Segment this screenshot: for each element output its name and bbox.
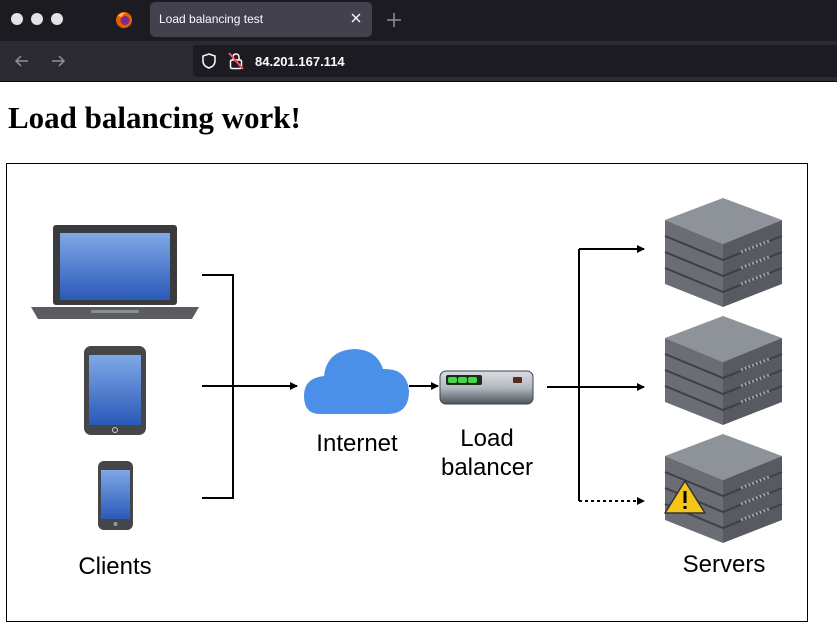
firefox-icon[interactable] [115, 11, 133, 29]
clients-label: Clients [78, 553, 152, 580]
load-balancer-icon [439, 370, 534, 405]
maximize-window-button[interactable] [51, 13, 63, 25]
forward-icon[interactable] [49, 52, 67, 70]
back-icon[interactable] [13, 52, 31, 70]
cloud-icon [304, 349, 409, 414]
tab-active[interactable]: Load balancing test [150, 2, 372, 37]
insecure-lock-icon[interactable] [228, 52, 244, 70]
load-balancing-diagram: Clients Internet Load balancer Servers [6, 163, 808, 622]
server-rack-3-icon [664, 434, 783, 543]
internet-label: Internet [316, 430, 398, 457]
url-bar[interactable]: 84.201.167.114 [193, 45, 837, 77]
servers-label: Servers [682, 551, 766, 578]
tab-title: Load balancing test [159, 12, 264, 26]
minimize-window-button[interactable] [31, 13, 43, 25]
new-tab-icon[interactable] [385, 11, 403, 29]
server-rack-2-icon [664, 316, 783, 425]
phone-icon [98, 461, 133, 530]
close-window-button[interactable] [11, 13, 23, 25]
client-connectors [202, 274, 298, 499]
diagram-canvas [31, 198, 783, 543]
laptop-icon [31, 225, 199, 319]
navigation-toolbar: 84.201.167.114 [0, 41, 837, 82]
tablet-icon [84, 346, 146, 435]
shield-icon[interactable] [201, 53, 217, 69]
close-icon[interactable] [348, 10, 364, 26]
warning-icon [664, 480, 706, 514]
url-text: 84.201.167.114 [255, 54, 345, 69]
page-heading: Load balancing work! [8, 100, 301, 135]
server-connectors [547, 245, 645, 505]
tab-bar: Load balancing test [0, 0, 837, 41]
load-balancer-label-line2: balancer [440, 454, 534, 481]
load-balancer-label-line1: Load [460, 425, 514, 452]
server-rack-1-icon [664, 198, 783, 307]
